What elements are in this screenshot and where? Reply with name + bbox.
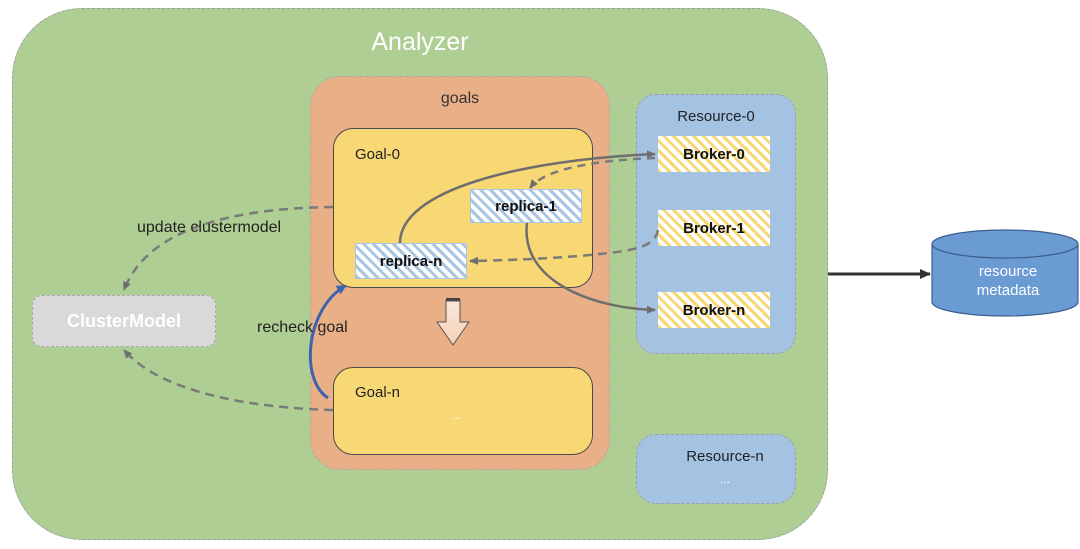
- cluster-model-node: ClusterModel: [32, 295, 216, 347]
- resource-n-label: Resource-n: [686, 448, 764, 465]
- broker-n-node: Broker-n: [658, 292, 770, 328]
- resource-metadata-label: resource metadata: [935, 262, 1080, 300]
- replica-n-to-broker-0-edge: [398, 150, 656, 244]
- update-clustermodel-label: update clustermodel: [137, 219, 282, 236]
- recheck-goal-edge: [308, 284, 347, 400]
- goal-n-to-clustermodel-edge: [123, 349, 334, 412]
- goal-0-label: Goal-0: [355, 146, 401, 163]
- resource-n-ellipsis: ...: [719, 472, 730, 486]
- recheck-goal-label: recheck goal: [257, 319, 348, 336]
- broker-0-node: Broker-0: [658, 136, 770, 172]
- replica-1-node: replica-1: [470, 189, 582, 223]
- replica-n-node: replica-n: [355, 243, 467, 279]
- resource-n-container: [636, 434, 796, 504]
- update-clustermodel-edge: [122, 205, 334, 291]
- resource-metadata-database-icon: [931, 229, 1079, 317]
- analyzer-title: Analyzer: [371, 28, 469, 56]
- goal-n-label: Goal-n: [355, 384, 401, 401]
- metadata-line-2: metadata: [976, 282, 1040, 299]
- down-arrow-icon: [436, 298, 470, 346]
- broker-1-to-replica-n-edge: [469, 229, 660, 265]
- metadata-line-1: resource: [978, 263, 1038, 280]
- resource-0-label: Resource-0: [677, 108, 755, 125]
- goal-n-ellipsis: ...: [452, 408, 463, 422]
- broker-1-node: Broker-1: [658, 210, 770, 246]
- goals-title: goals: [440, 90, 480, 107]
- replica-1-to-broker-n-edge: [525, 222, 656, 314]
- broker-0-to-replica-1-edge: [529, 156, 656, 189]
- goal-n-box: [333, 367, 593, 455]
